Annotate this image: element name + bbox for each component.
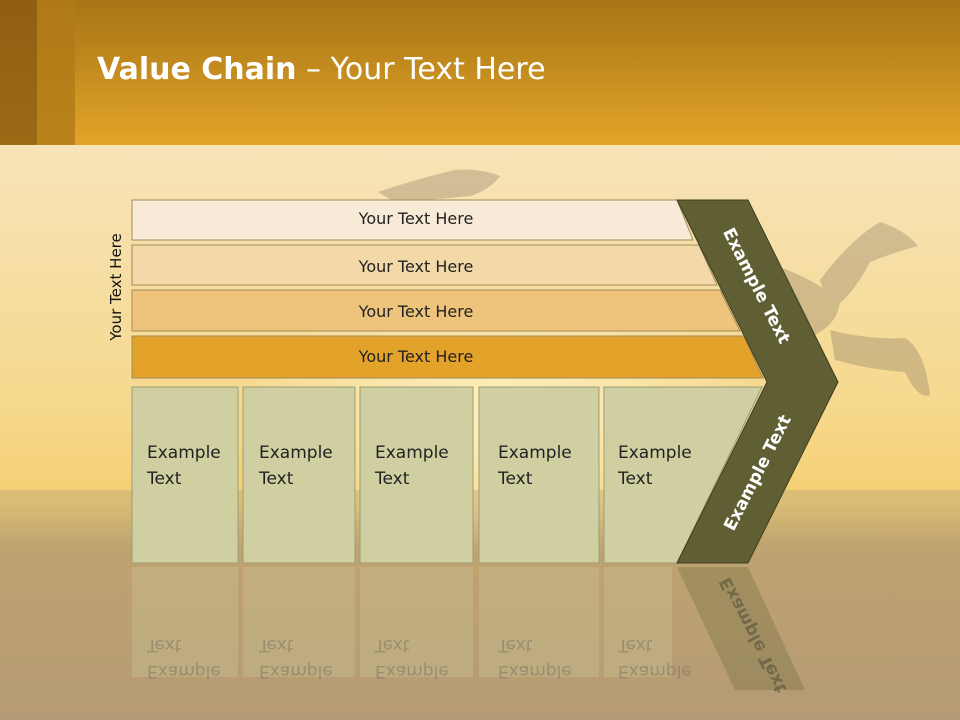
title-rest: – Your Text Here bbox=[296, 52, 546, 87]
header-band bbox=[0, 0, 960, 145]
support-row-3 bbox=[131, 289, 741, 332]
title-bold: Value Chain bbox=[97, 52, 297, 87]
activity-box-4 bbox=[478, 386, 600, 564]
page-title: Value Chain – Your Text Here bbox=[97, 52, 546, 87]
support-row-label-3: Your Text Here bbox=[358, 302, 474, 321]
support-row-label-1: Your Text Here bbox=[358, 209, 474, 228]
activity-box-2 bbox=[242, 386, 356, 564]
support-row-1 bbox=[131, 199, 694, 241]
activity-box-3 bbox=[359, 386, 474, 564]
support-row-label-2: Your Text Here bbox=[358, 257, 474, 276]
activity-box-1 bbox=[131, 386, 239, 564]
reflection bbox=[132, 567, 805, 690]
margin-chevron bbox=[676, 199, 839, 564]
side-label: Your Text Here bbox=[107, 233, 125, 341]
support-row-4 bbox=[131, 335, 764, 379]
support-row-2 bbox=[131, 244, 718, 286]
support-row-label-4: Your Text Here bbox=[358, 347, 474, 366]
